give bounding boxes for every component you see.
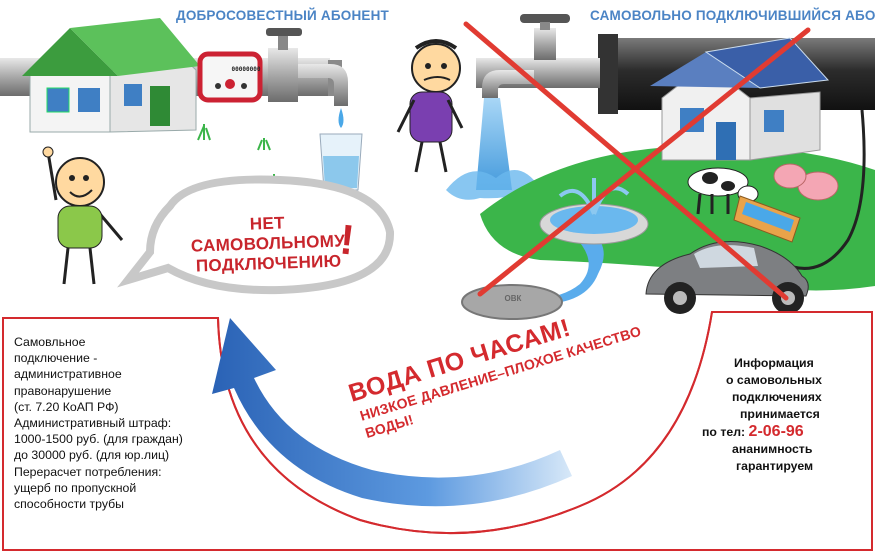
pig-icon [773,163,839,201]
prohibition-cross-icon [463,21,811,301]
speech-bubble [117,175,395,295]
honest-character [42,146,124,285]
car-icon [645,241,809,314]
illegal-character [396,39,464,173]
law-line: правонарушение [14,383,112,398]
law-line: 1000-1500 руб. (для граждан) [14,432,183,447]
cycle-arrow [212,318,572,507]
bubble-text: НЕТ САМОВОЛЬНОМУ ПОДКЛЮЧЕНИЮ [182,211,354,277]
house-icon [22,18,200,133]
law-line: подключение - [14,351,98,366]
info-line: гарантируем [736,459,814,473]
info-line: принимается [740,407,820,421]
law-text: Самовльное подключение - административно… [14,334,214,512]
law-line: (ст. 7.20 КоАП РФ) [14,399,119,414]
meter-reading: 00000000 [231,66,261,73]
law-line: ущерб по пропускной [14,480,137,495]
cow-icon [687,167,759,215]
manhole [461,284,563,320]
water-meter-icon [197,51,263,103]
info-phone-row: по тел: 2-06-96 [698,423,868,441]
water-glass [319,108,363,191]
manhole-label: ОВК [504,294,522,303]
law-line: до 30000 руб. (для юр.лиц) [14,448,170,463]
contact-info: Информация о самовольных подключениях пр… [698,355,868,475]
header-honest-subscriber: ДОБРОСОВЕСТНЫЙ АБОНЕНТ [176,8,389,23]
trough-icon [733,195,801,243]
info-line: ананимность [732,442,813,456]
header-illegal-subscriber: САМОВОЛЬНО ПОДКЛЮЧИВШИЙСЯ АБОНЕНТ [590,8,875,23]
law-line: способности трубы [14,497,125,512]
bubble-line-1: НЕТ САМОВОЛЬНОМУ [190,213,346,256]
phone-prefix: по тел: [702,425,749,439]
law-line: административное [14,367,122,382]
info-line: Информация [734,356,814,370]
illegal-faucet-icon [482,14,570,98]
faucet-icon [266,28,348,106]
law-line: Административный штраф: [14,416,172,431]
info-line: о самовольных [726,373,822,387]
info-line: подключениях [732,390,822,404]
hose [779,109,866,270]
frame-arc [217,311,713,535]
pipe-joint [598,34,618,114]
water-stream [476,98,512,190]
law-line: Перерасчет потребления: [14,464,162,479]
phone-number: 2-06-96 [748,423,804,440]
stream [528,232,604,304]
law-line: Самовльное [14,335,86,349]
